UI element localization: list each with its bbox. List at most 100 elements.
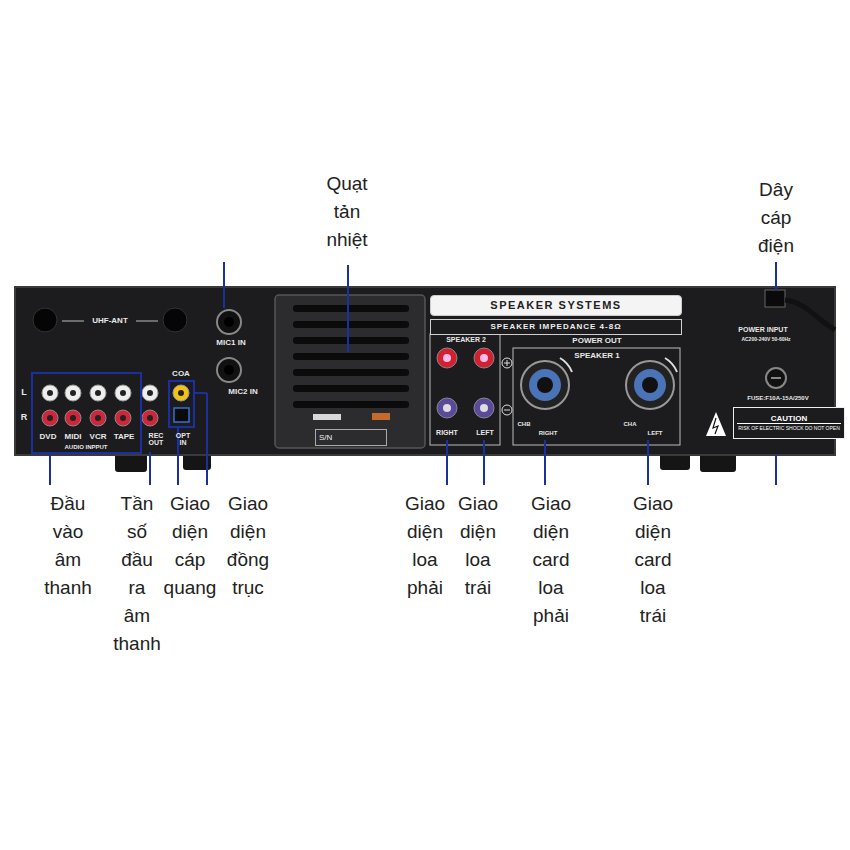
leader-line bbox=[544, 440, 546, 485]
panel-marking: TAPE bbox=[114, 433, 135, 441]
panel-marking: MIDI bbox=[65, 433, 82, 441]
rca-jacks bbox=[42, 385, 189, 426]
callout-label: Tần số đầu ra âm thanh bbox=[113, 490, 161, 658]
panel-marking: FUSE:F10A-15A/250V bbox=[747, 395, 808, 401]
panel-marking: SPEAKER 1 bbox=[574, 352, 619, 360]
grille-slot bbox=[293, 353, 409, 360]
box-text: S/N bbox=[319, 433, 383, 442]
fuse-holder bbox=[766, 368, 786, 388]
binding-post-center bbox=[443, 404, 451, 412]
speakon-socket bbox=[521, 361, 569, 409]
leader-line bbox=[483, 440, 485, 485]
lock-arrow bbox=[665, 358, 677, 372]
label-box: CAUTIONRISK OF ELECTRIC SHOCK DO NOT OPE… bbox=[733, 407, 845, 439]
callout-label: Giao diện loa phải bbox=[405, 490, 445, 602]
box-text: SPEAKER IMPEDANCE 4-8Ω bbox=[434, 322, 678, 331]
callout-label: Dây cáp điện bbox=[758, 176, 794, 260]
leader-line bbox=[347, 265, 349, 352]
mic-jack-hole bbox=[224, 365, 234, 375]
rca-pin bbox=[70, 390, 76, 396]
chassis-panel bbox=[15, 287, 835, 455]
binding-post-purple bbox=[474, 398, 494, 418]
rca-pin bbox=[70, 415, 76, 421]
coaxial-jack bbox=[173, 385, 189, 401]
binding-post-center bbox=[480, 404, 488, 412]
rca-red bbox=[142, 410, 158, 426]
binding-post-center bbox=[443, 354, 451, 362]
minus-symbol bbox=[502, 405, 512, 415]
callout-label: Giao diện card loa trái bbox=[633, 490, 673, 630]
panel-marking: RIGHT bbox=[436, 429, 458, 436]
grille-slot bbox=[293, 305, 409, 312]
rca-pin bbox=[120, 390, 126, 396]
plus-symbol bbox=[502, 358, 512, 368]
label-box: SPEAKER SYSTEMS bbox=[430, 295, 682, 316]
callout-label: Giao diện cáp quang bbox=[164, 490, 217, 602]
highlight-box bbox=[32, 373, 141, 453]
label-box: SPEAKER IMPEDANCE 4-8Ω bbox=[430, 319, 682, 335]
grille-slot bbox=[293, 337, 409, 344]
panel-marking: R bbox=[21, 413, 28, 422]
rca-pin bbox=[147, 415, 153, 421]
panel-marking: POWER INPUT bbox=[738, 326, 787, 333]
panel-marking: LEFT bbox=[476, 429, 494, 436]
panel-marking: DVD bbox=[40, 433, 57, 441]
speaker2-frame bbox=[430, 334, 500, 445]
mic-jack bbox=[217, 310, 241, 334]
rca-white bbox=[142, 385, 158, 401]
rca-white bbox=[90, 385, 106, 401]
leader-line bbox=[446, 440, 448, 485]
callout-label: Giao diện card loa phải bbox=[531, 490, 571, 630]
panel-marking: LEFT bbox=[648, 430, 663, 436]
rca-white bbox=[65, 385, 81, 401]
lightning-symbol bbox=[713, 418, 718, 434]
box-text: RISK OF ELECTRIC SHOCK DO NOT OPEN bbox=[737, 426, 841, 432]
grille-slot bbox=[293, 401, 409, 408]
sticker bbox=[313, 414, 341, 420]
panel-marking: OPT IN bbox=[176, 432, 190, 447]
minus-symbol bbox=[504, 410, 510, 411]
plus-symbol bbox=[504, 360, 510, 366]
panel-marking: RIGHT bbox=[539, 430, 558, 436]
panel-marking: VCR bbox=[90, 433, 107, 441]
power-socket bbox=[765, 290, 785, 307]
callout-label: Giao diện loa trái bbox=[458, 490, 498, 602]
power-cable bbox=[785, 300, 835, 330]
mic-jack bbox=[217, 358, 241, 382]
rca-red bbox=[115, 410, 131, 426]
box-text: SPEAKER SYSTEMS bbox=[434, 299, 678, 312]
callout-label: Quạt tản nhiệt bbox=[326, 170, 367, 254]
binding-post-red bbox=[474, 348, 494, 368]
leader-line bbox=[775, 262, 777, 290]
speaker1-frame bbox=[513, 348, 680, 445]
grille-slot bbox=[293, 385, 409, 392]
binding-post-center bbox=[480, 354, 488, 362]
rca-red bbox=[65, 410, 81, 426]
antenna-hole bbox=[163, 308, 187, 332]
panel-marking: L bbox=[21, 388, 27, 397]
fuse-slot bbox=[771, 377, 781, 379]
leader-line bbox=[206, 393, 208, 485]
grille-slot bbox=[293, 321, 409, 328]
grille-slot bbox=[293, 369, 409, 376]
leader-line bbox=[194, 392, 207, 394]
warning-triangle bbox=[706, 412, 726, 436]
rca-pin bbox=[47, 415, 53, 421]
callout-label: Đầu vào âm thanh bbox=[44, 490, 92, 602]
panel-marking: CHB bbox=[518, 421, 531, 427]
panel-marking: AC200-240V 50-60Hz bbox=[741, 337, 790, 342]
lock-arrow bbox=[560, 358, 572, 372]
panel-marking: REC OUT bbox=[149, 432, 164, 447]
sticker bbox=[372, 413, 390, 420]
fan-grille bbox=[275, 295, 425, 448]
leader-line bbox=[223, 262, 225, 308]
panel-marking: MIC1 IN bbox=[216, 339, 245, 347]
panel-marking: MIC2 IN bbox=[228, 388, 257, 396]
label-box: S/N bbox=[315, 429, 387, 446]
leader-line bbox=[149, 452, 151, 485]
rca-pin bbox=[120, 415, 126, 421]
rca-pin bbox=[95, 390, 101, 396]
panel-rule bbox=[62, 321, 84, 322]
panel-marking: COA bbox=[172, 370, 190, 378]
